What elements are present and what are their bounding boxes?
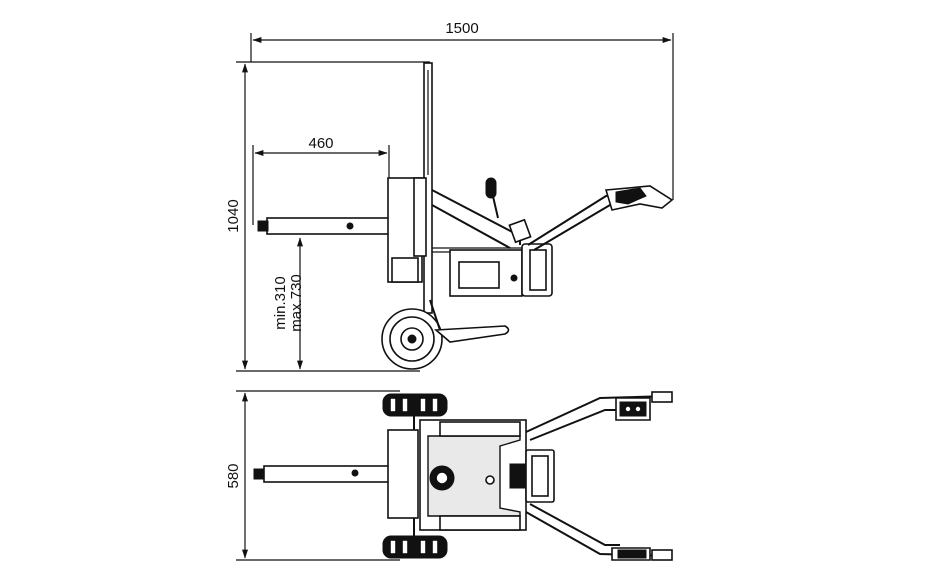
control-lever-icon bbox=[485, 177, 499, 219]
telescopic-arm bbox=[257, 217, 390, 235]
dimension-label-total-length: 1500 bbox=[445, 20, 478, 37]
dimension-label-width: 580 bbox=[225, 463, 242, 488]
wheel-icon bbox=[381, 308, 443, 370]
dimension-arm-height: min.310 max.730 bbox=[272, 237, 305, 370]
dimension-total-length: 1500 bbox=[250, 20, 674, 200]
handle-grip-icon bbox=[619, 401, 647, 417]
dimension-label-height: 1040 bbox=[225, 199, 242, 232]
top-wheel-lower bbox=[382, 535, 448, 559]
engine-box bbox=[449, 243, 553, 297]
top-view bbox=[253, 391, 673, 561]
top-handle-lower bbox=[525, 503, 673, 561]
top-frame bbox=[419, 419, 555, 531]
dimension-width: 580 bbox=[225, 390, 400, 561]
side-view bbox=[257, 62, 674, 370]
dimension-height: 1040 bbox=[225, 61, 430, 372]
top-handle-upper bbox=[525, 391, 673, 441]
top-telescopic-arm bbox=[253, 465, 391, 483]
dimension-label-arm-height-min: min.310 bbox=[272, 276, 289, 329]
handle-grip-icon bbox=[615, 187, 647, 205]
dimension-arm-reach: 460 bbox=[252, 135, 390, 225]
dimension-label-arm-height-max: max.730 bbox=[288, 274, 305, 332]
top-wheel-upper bbox=[382, 393, 448, 417]
side-handle bbox=[527, 185, 674, 251]
dimension-label-arm-reach: 460 bbox=[308, 135, 333, 152]
